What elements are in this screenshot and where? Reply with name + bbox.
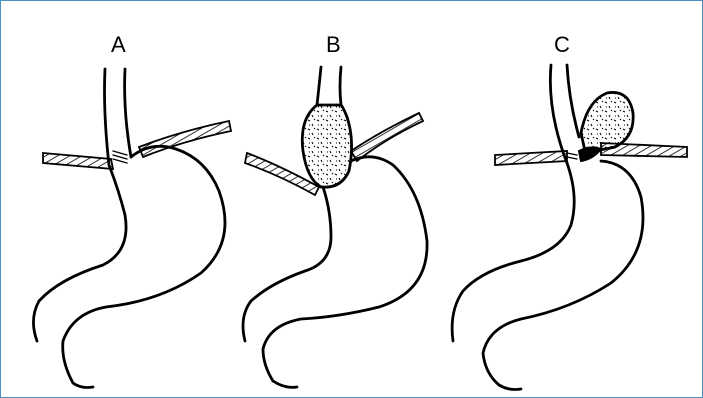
panel-c-paraesophageal-hernia [452,65,687,390]
panel-a-stomach-normal [33,69,231,388]
panel-b-diaphragm-right [351,113,423,161]
panel-c-stomach-outer [483,161,643,385]
panel-b-esophagus-left-wall [317,67,321,105]
panel-a-esophagus-left-wall [105,69,110,165]
panel-c-pylorus [499,385,521,390]
panel-a-stomach-outer [63,146,225,383]
panel-c-diaphragm-left [495,151,567,165]
panel-c-junction-marks [567,153,577,159]
panel-b-sliding-hernia [243,67,427,387]
panel-b-hernia-sac [302,105,351,187]
panel-b-pylorus [273,381,297,387]
panel-a-esophagus-right-wall [125,69,131,157]
panel-a-junction-marks [113,151,127,163]
panel-c-stomach-inner [452,163,574,341]
panel-c-hernia-pouch [581,92,633,151]
panel-b-esophagus-right-wall [340,67,341,105]
panel-a-pylorus [73,383,93,388]
panel-c-esophagus-right-wall [567,65,579,137]
panel-a-diaphragm-left [43,153,113,169]
panel-b-stomach-outer [263,157,427,381]
panel-c-hiatus-junction [579,147,601,161]
panel-a-stomach-inner [33,165,126,341]
panel-c-esophagus-left-wall [550,65,567,163]
